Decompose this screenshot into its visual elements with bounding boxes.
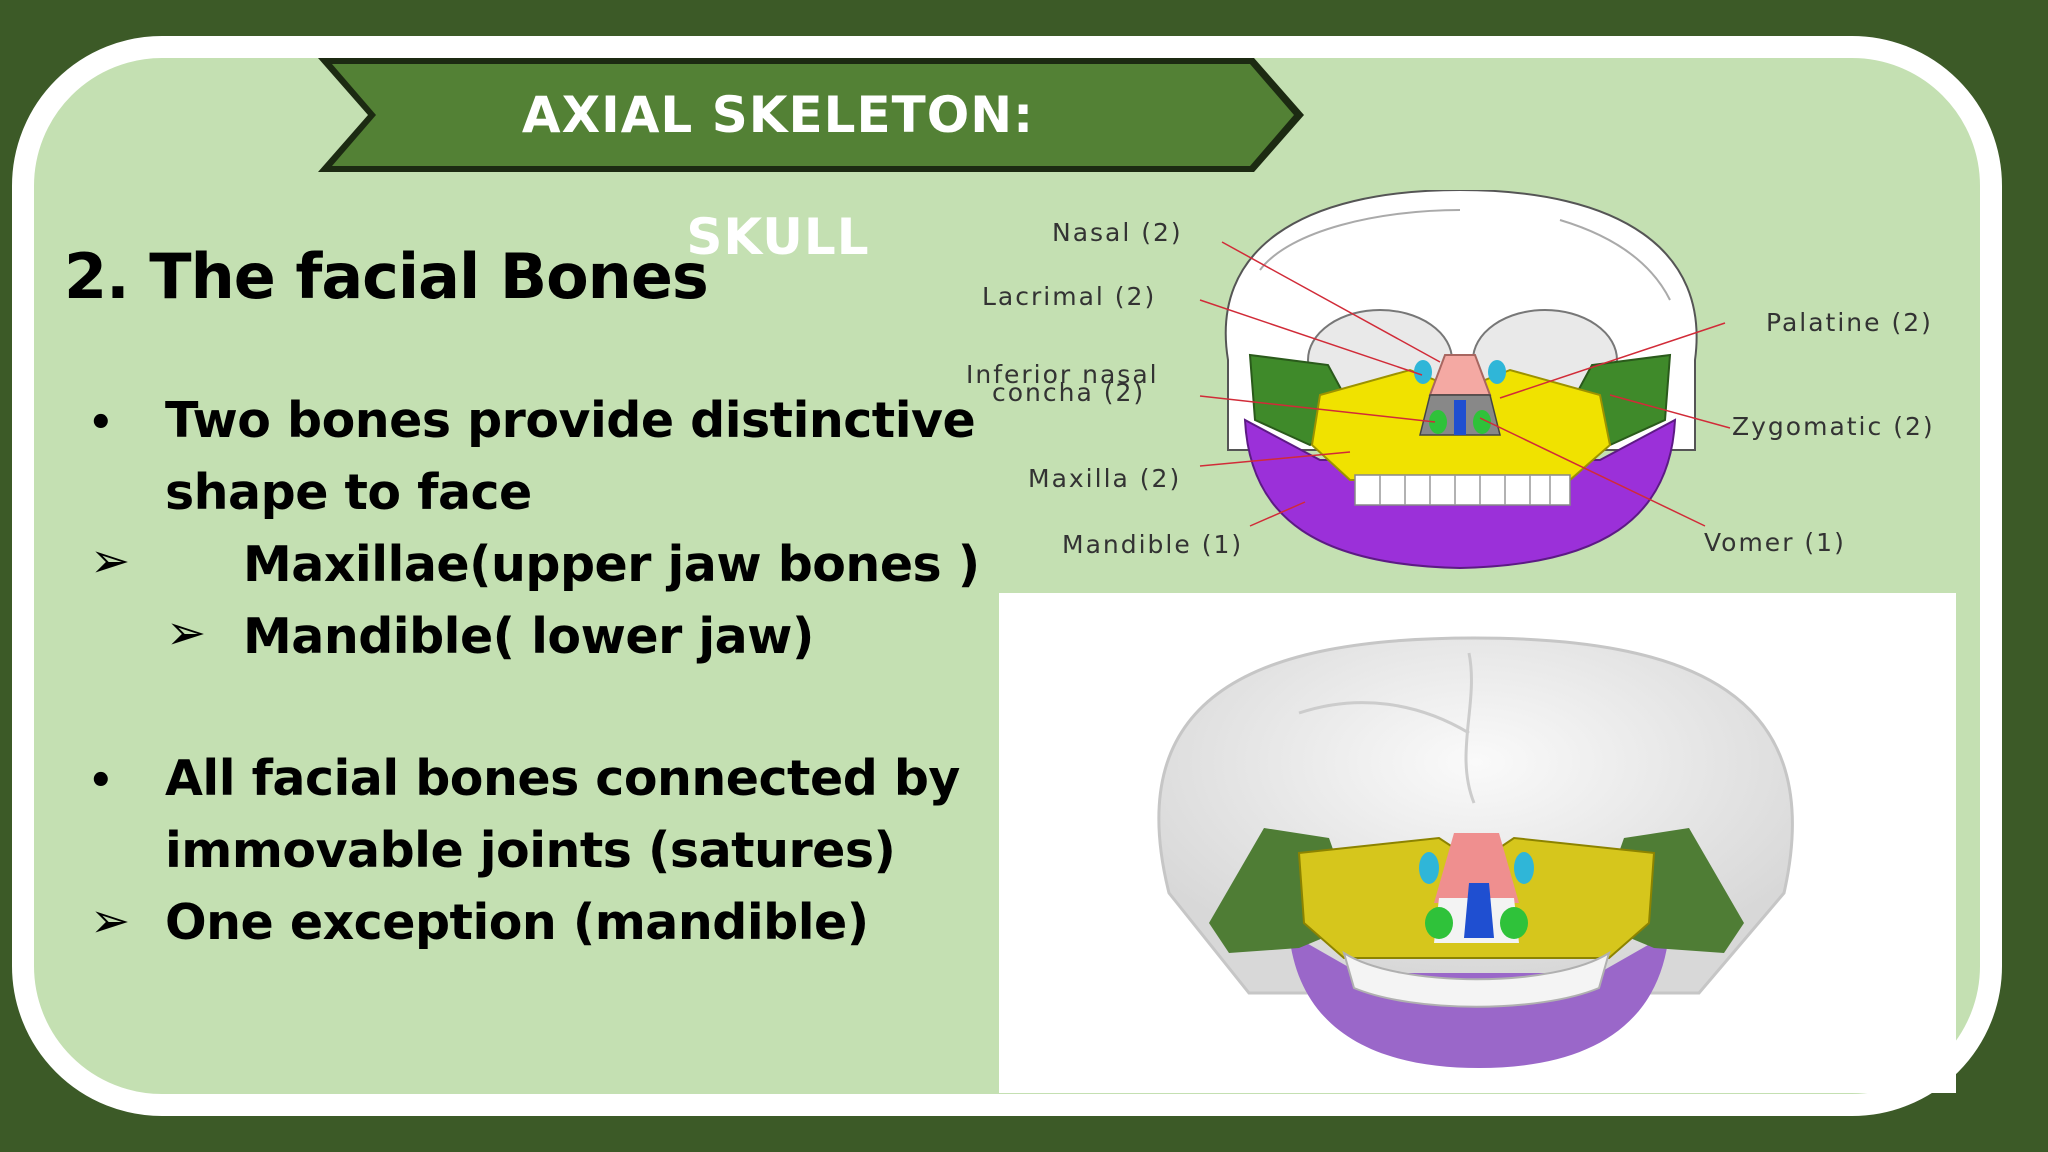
label-mandible: Mandible (1) bbox=[1062, 530, 1244, 559]
label-maxilla: Maxilla (2) bbox=[1028, 464, 1182, 493]
label-zygomatic: Zygomatic (2) bbox=[1732, 412, 1935, 441]
sub-item-exception: One exception (mandible) bbox=[165, 894, 869, 951]
bullet-dot-2: • bbox=[88, 758, 114, 804]
arrow-icon-1: ➢ bbox=[90, 533, 131, 589]
section-heading: 2. The facial Bones bbox=[64, 240, 709, 313]
title-banner: AXIAL SKELETON: SKULL bbox=[318, 54, 1310, 266]
skull-illustration bbox=[1199, 188, 1731, 570]
arrow-icon-3: ➢ bbox=[90, 893, 131, 949]
bullet-dot-1: • bbox=[88, 400, 114, 446]
slide-title: AXIAL SKELETON: SKULL bbox=[521, 86, 1035, 266]
label-palatine: Palatine (2) bbox=[1766, 308, 1933, 337]
banner-shape bbox=[318, 58, 1304, 172]
bullet2-line1: All facial bones connected by bbox=[165, 750, 960, 807]
label-inferior-nasal-concha-line1: Inferior nasal bbox=[966, 360, 1159, 389]
skull-diagram: Nasal (2) Lacrimal (2) Inferior nasal co… bbox=[960, 188, 1980, 580]
label-nasal: Nasal (2) bbox=[1052, 218, 1183, 247]
sub-item-maxillae: Maxillae(upper jaw bones ) bbox=[243, 536, 980, 593]
bullet1-line2: shape to face bbox=[165, 464, 532, 521]
label-vomer: Vomer (1) bbox=[1704, 528, 1846, 557]
bullet2-line2: immovable joints (satures) bbox=[165, 822, 896, 879]
arrow-icon-2: ➢ bbox=[166, 605, 207, 661]
skull-3d-image bbox=[999, 593, 1956, 1093]
skull-3d-illustration bbox=[1157, 636, 1794, 1068]
label-lacrimal: Lacrimal (2) bbox=[982, 282, 1157, 311]
sub-item-mandible: Mandible( lower jaw) bbox=[243, 608, 814, 665]
label-inferior-nasal-concha-line2: concha (2) bbox=[992, 378, 1146, 407]
bullet1-line1: Two bones provide distinctive bbox=[165, 392, 976, 449]
